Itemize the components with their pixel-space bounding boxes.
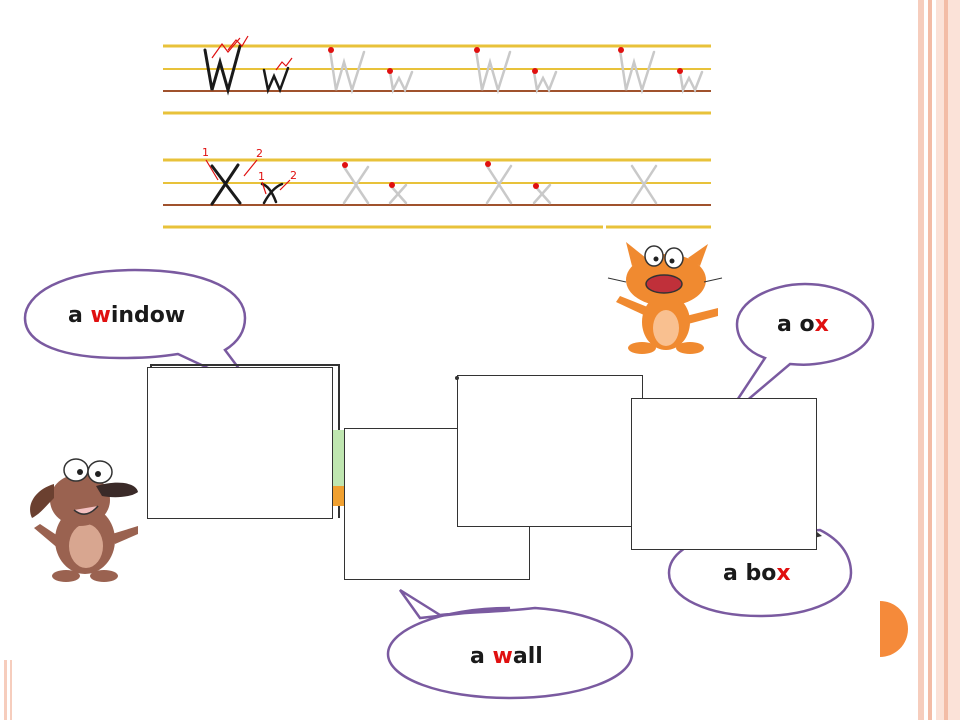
picture-card-box[interactable] <box>631 398 817 550</box>
stroke-number: 2 <box>290 169 297 182</box>
speech-bubble-ox <box>722 282 875 421</box>
handwriting-practice-sheet: 1 2 1 2 <box>163 35 711 229</box>
label-wall: a wall <box>470 644 543 669</box>
stroke-number: 1 <box>202 146 209 159</box>
speech-bubble-wall <box>386 588 634 700</box>
picture-card-ox[interactable] <box>457 375 643 527</box>
left-border-stripe <box>4 660 7 720</box>
right-border-stripe <box>918 0 924 720</box>
model-letter-w <box>262 66 290 95</box>
dog-cartoon <box>30 458 138 582</box>
start-dots <box>342 161 539 189</box>
model-letter-X <box>210 163 242 206</box>
stroke-order-arrows <box>205 159 291 195</box>
dot-marker <box>455 376 459 380</box>
trace-letters <box>342 164 658 205</box>
hidden-image-orange <box>330 486 344 506</box>
cat-cartoon <box>607 242 723 354</box>
model-letter-W <box>203 44 242 96</box>
right-border-stripe <box>944 0 948 720</box>
stroke-number: 2 <box>256 147 263 160</box>
right-border-stripe <box>928 0 932 720</box>
half-circle-icon[interactable] <box>878 600 916 658</box>
speech-bubble-box <box>667 528 853 618</box>
right-border-stripe <box>936 0 960 720</box>
start-dots <box>328 47 683 74</box>
trace-letters <box>328 48 704 95</box>
stroke-number: 1 <box>258 170 265 183</box>
stroke-order-arrows <box>211 35 293 71</box>
speech-bubble-window <box>23 268 256 392</box>
left-border-stripe <box>10 660 12 720</box>
label-ox: a ox <box>777 312 829 337</box>
label-window: a window <box>68 303 186 328</box>
stroke-numbers: 1 2 1 2 <box>202 146 297 183</box>
picture-card-window[interactable] <box>147 367 333 519</box>
label-box: a box <box>723 561 791 586</box>
